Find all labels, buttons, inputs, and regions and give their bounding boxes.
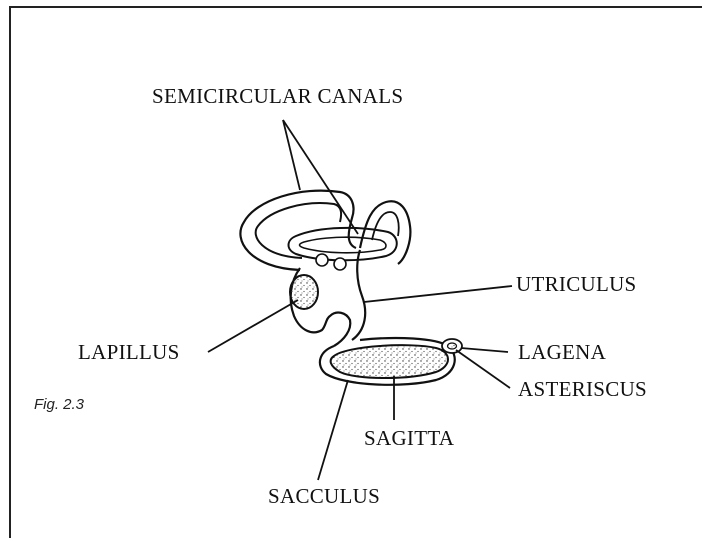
- leader-semicircular-right: [283, 120, 358, 234]
- semicircular-canal-horizontal: [289, 228, 397, 260]
- semicircular-canal-inner: [256, 203, 341, 258]
- semicircular-canal-right: [360, 201, 410, 264]
- label-utriculus: UTRICULUS: [516, 272, 637, 297]
- label-lapillus: LAPILLUS: [78, 340, 180, 365]
- asteriscus-otolith: [448, 343, 457, 349]
- label-lagena: LAGENA: [518, 340, 606, 365]
- leader-semicircular-left: [283, 120, 300, 190]
- leader-lapillus: [208, 300, 298, 352]
- semicircular-canal-horizontal-inner: [300, 237, 387, 253]
- leader-sacculus: [318, 380, 348, 480]
- leader-utriculus: [364, 286, 512, 302]
- ampulla-left: [316, 254, 328, 266]
- label-asteriscus: ASTERISCUS: [518, 377, 647, 402]
- ampulla-middle: [334, 258, 346, 270]
- leader-asteriscus: [456, 350, 510, 388]
- lapillus-otolith: [290, 275, 318, 309]
- utriculus-right-wall: [352, 250, 365, 340]
- label-sagitta: SAGITTA: [364, 426, 454, 451]
- leader-lagena: [461, 348, 508, 352]
- label-sacculus: SACCULUS: [268, 484, 380, 509]
- sagitta-otolith: [331, 345, 448, 378]
- figure-caption: Fig. 2.3: [34, 396, 84, 413]
- label-semicircular-canals: SEMICIRCULAR CANALS: [152, 84, 403, 109]
